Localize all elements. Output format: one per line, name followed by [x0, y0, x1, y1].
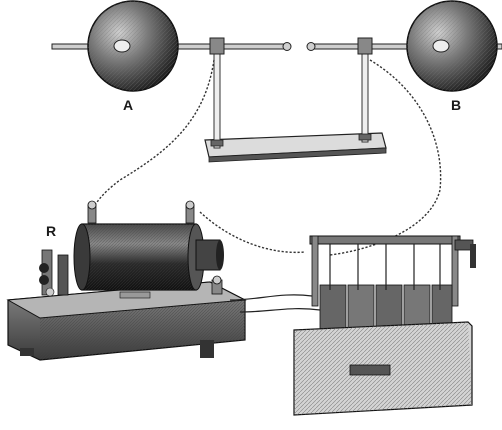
coiled-wires [91, 59, 442, 256]
spark-gap-apparatus [51, 0, 502, 163]
coil-fittings [119, 275, 223, 299]
coil-terminals [87, 200, 195, 224]
sphere-b [406, 0, 498, 92]
sphere-a [87, 0, 179, 92]
coiled-wire-left [91, 59, 215, 211]
interrupter [39, 249, 69, 297]
label-r: R [46, 223, 57, 239]
battery-box [293, 235, 476, 416]
coiled-wire-middle [199, 211, 306, 254]
wooden-box [293, 321, 473, 416]
battery-cells [319, 284, 453, 331]
induction-coil [6, 200, 247, 361]
coil-cylinder [73, 223, 224, 291]
coil-base [6, 281, 247, 361]
spark-gap-base [204, 132, 387, 163]
label-b: B [451, 97, 462, 113]
coiled-wire-right [329, 59, 442, 256]
connecting-wires [229, 294, 321, 313]
cell-rods [329, 244, 441, 290]
insulating-posts [210, 51, 372, 149]
battery-frame [309, 235, 476, 307]
label-a: A [123, 97, 134, 113]
